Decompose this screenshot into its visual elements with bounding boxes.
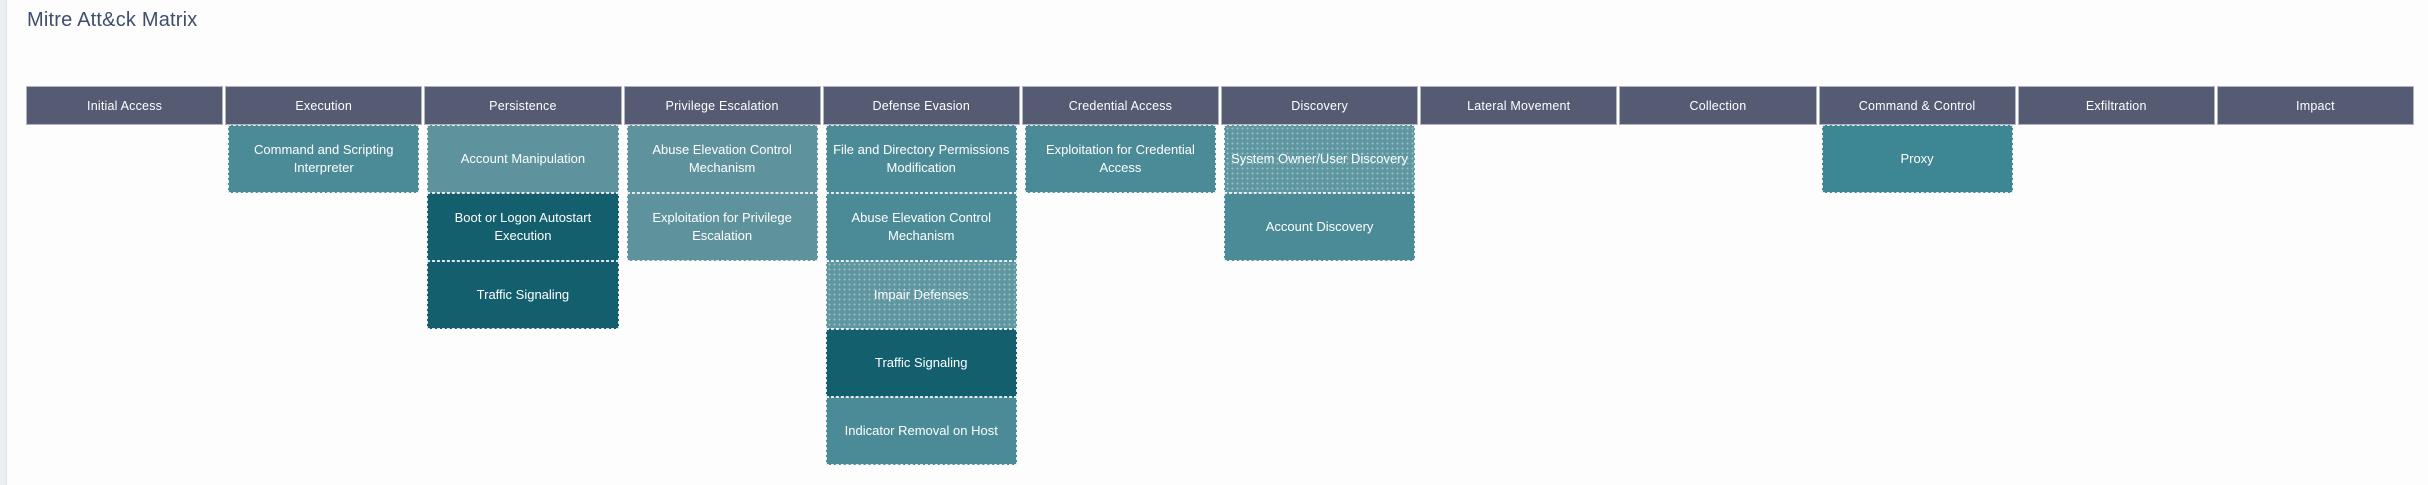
technique-cell-account-manipulation[interactable]: Account Manipulation: [427, 125, 619, 193]
tactic-header-defense-evasion: Defense Evasion: [822, 86, 1020, 125]
technique-cell-traffic-signaling[interactable]: Traffic Signaling: [825, 329, 1017, 397]
technique-cell-exploitation-for-privilege-escalation[interactable]: Exploitation for Privilege Escalation: [626, 193, 818, 261]
tactic-header-credential-access: Credential Access: [1021, 86, 1219, 125]
technique-cell-command-and-scripting-interpreter[interactable]: Command and Scripting Interpreter: [228, 125, 420, 193]
technique-cell-system-owner-user-discovery[interactable]: System Owner/User Discovery: [1224, 125, 1416, 193]
tactic-header-impact: Impact: [2216, 86, 2414, 125]
technique-cell-traffic-signaling[interactable]: Traffic Signaling: [427, 261, 619, 329]
tactic-header-exfiltration: Exfiltration: [2017, 86, 2215, 125]
technique-cell-account-discovery[interactable]: Account Discovery: [1224, 193, 1416, 261]
tactic-header-execution: Execution: [225, 86, 423, 125]
technique-cell-abuse-elevation-control-mechanism[interactable]: Abuse Elevation Control Mechanism: [825, 193, 1017, 261]
tactic-header-discovery: Discovery: [1221, 86, 1419, 125]
technique-cell-indicator-removal-on-host[interactable]: Indicator Removal on Host: [825, 397, 1017, 465]
tactic-header-command-control: Command & Control: [1818, 86, 2016, 125]
tactic-header-persistence: Persistence: [424, 86, 622, 125]
tactic-header-privilege-escalation: Privilege Escalation: [623, 86, 821, 125]
technique-cell-impair-defenses[interactable]: Impair Defenses: [825, 261, 1017, 329]
tactic-header-collection: Collection: [1619, 86, 1817, 125]
page-left-edge: [0, 0, 7, 485]
technique-cell-abuse-elevation-control-mechanism[interactable]: Abuse Elevation Control Mechanism: [626, 125, 818, 193]
technique-cell-exploitation-for-credential-access[interactable]: Exploitation for Credential Access: [1024, 125, 1216, 193]
technique-cell-proxy[interactable]: Proxy: [1821, 125, 2013, 193]
tactic-header-lateral-movement: Lateral Movement: [1420, 86, 1618, 125]
technique-cell-file-and-directory-permissions-modification[interactable]: File and Directory Permissions Modificat…: [825, 125, 1017, 193]
technique-cell-boot-or-logon-autostart-execution[interactable]: Boot or Logon Autostart Execution: [427, 193, 619, 261]
tactic-header-initial-access: Initial Access: [26, 86, 224, 125]
page-title: Mitre Att&ck Matrix: [27, 9, 198, 31]
